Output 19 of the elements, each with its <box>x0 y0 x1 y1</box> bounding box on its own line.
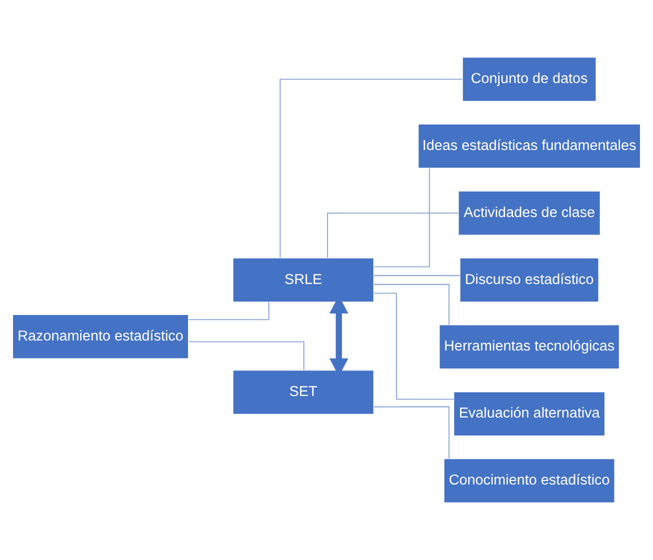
connector <box>374 168 430 268</box>
connector <box>327 212 458 258</box>
connector <box>374 406 450 459</box>
connector <box>374 284 450 325</box>
node-box: SRLE <box>232 257 374 303</box>
node-box: Evaluación alternativa <box>453 391 606 436</box>
node-box: Conocimiento estadístico <box>443 458 616 504</box>
node-box: Razonamiento estadístico <box>12 314 190 360</box>
connector <box>188 341 304 370</box>
connector <box>188 302 270 320</box>
node-box: Actividades de clase <box>458 190 601 236</box>
connector <box>374 275 460 276</box>
connector <box>280 78 462 258</box>
node-box: SET <box>232 370 374 415</box>
connector <box>374 292 454 400</box>
node-box: Conjunto de datos <box>462 56 597 102</box>
node-box: Discurso estadístico <box>459 257 600 303</box>
node-box: Herramientas tecnológicas <box>438 324 620 370</box>
node-box: Ideas estadísticas fundamentales <box>418 124 641 169</box>
